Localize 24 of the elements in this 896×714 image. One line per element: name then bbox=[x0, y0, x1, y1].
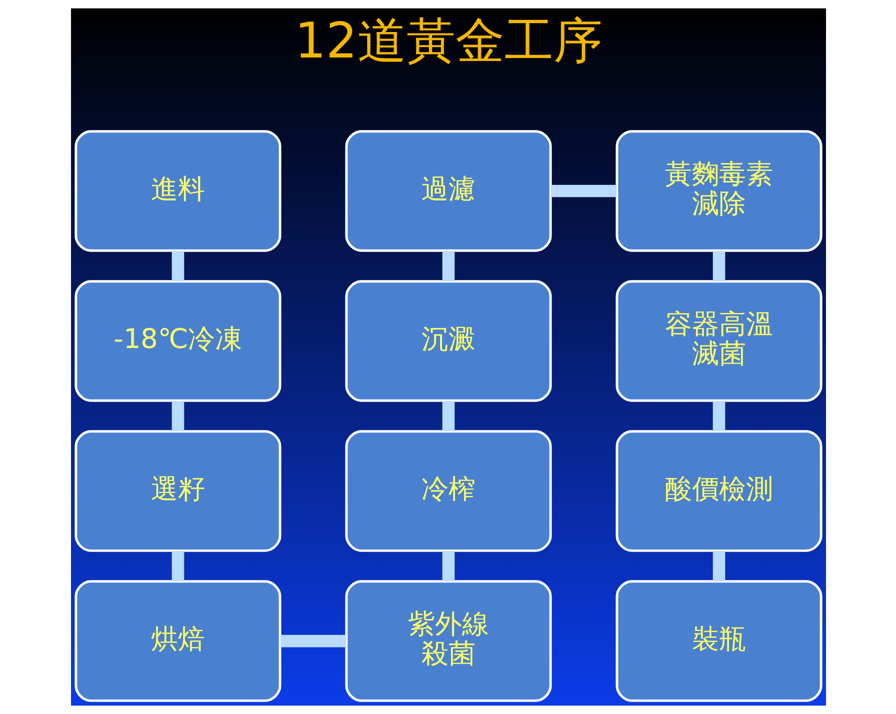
node-box: 黃麴毒素減除 bbox=[615, 130, 822, 252]
node-box: 烘焙 bbox=[74, 580, 281, 702]
connector bbox=[442, 250, 454, 282]
node-box: 酸價檢測 bbox=[615, 430, 822, 552]
node-box: 紫外線殺菌 bbox=[344, 580, 552, 702]
connector bbox=[442, 551, 454, 582]
node-box: -18℃冷凍 bbox=[74, 280, 281, 402]
connector bbox=[171, 400, 184, 432]
node-box: 容器高溫滅菌 bbox=[615, 280, 822, 402]
node-box: 冷榨 bbox=[344, 430, 552, 552]
connector bbox=[442, 400, 454, 432]
node-box: 選籽 bbox=[74, 430, 281, 552]
connector bbox=[280, 634, 346, 648]
connector bbox=[550, 184, 616, 198]
node-box: 過濾 bbox=[344, 130, 552, 252]
connector bbox=[712, 250, 725, 282]
node-box: 裝瓶 bbox=[615, 580, 822, 702]
node-box: 進料 bbox=[74, 130, 281, 252]
connector bbox=[712, 400, 725, 432]
connector bbox=[712, 551, 725, 582]
connector bbox=[171, 250, 184, 282]
diagram-title: 12道黃金工序 bbox=[294, 12, 602, 70]
node-box: 沉澱 bbox=[344, 280, 552, 402]
connector bbox=[171, 551, 184, 582]
